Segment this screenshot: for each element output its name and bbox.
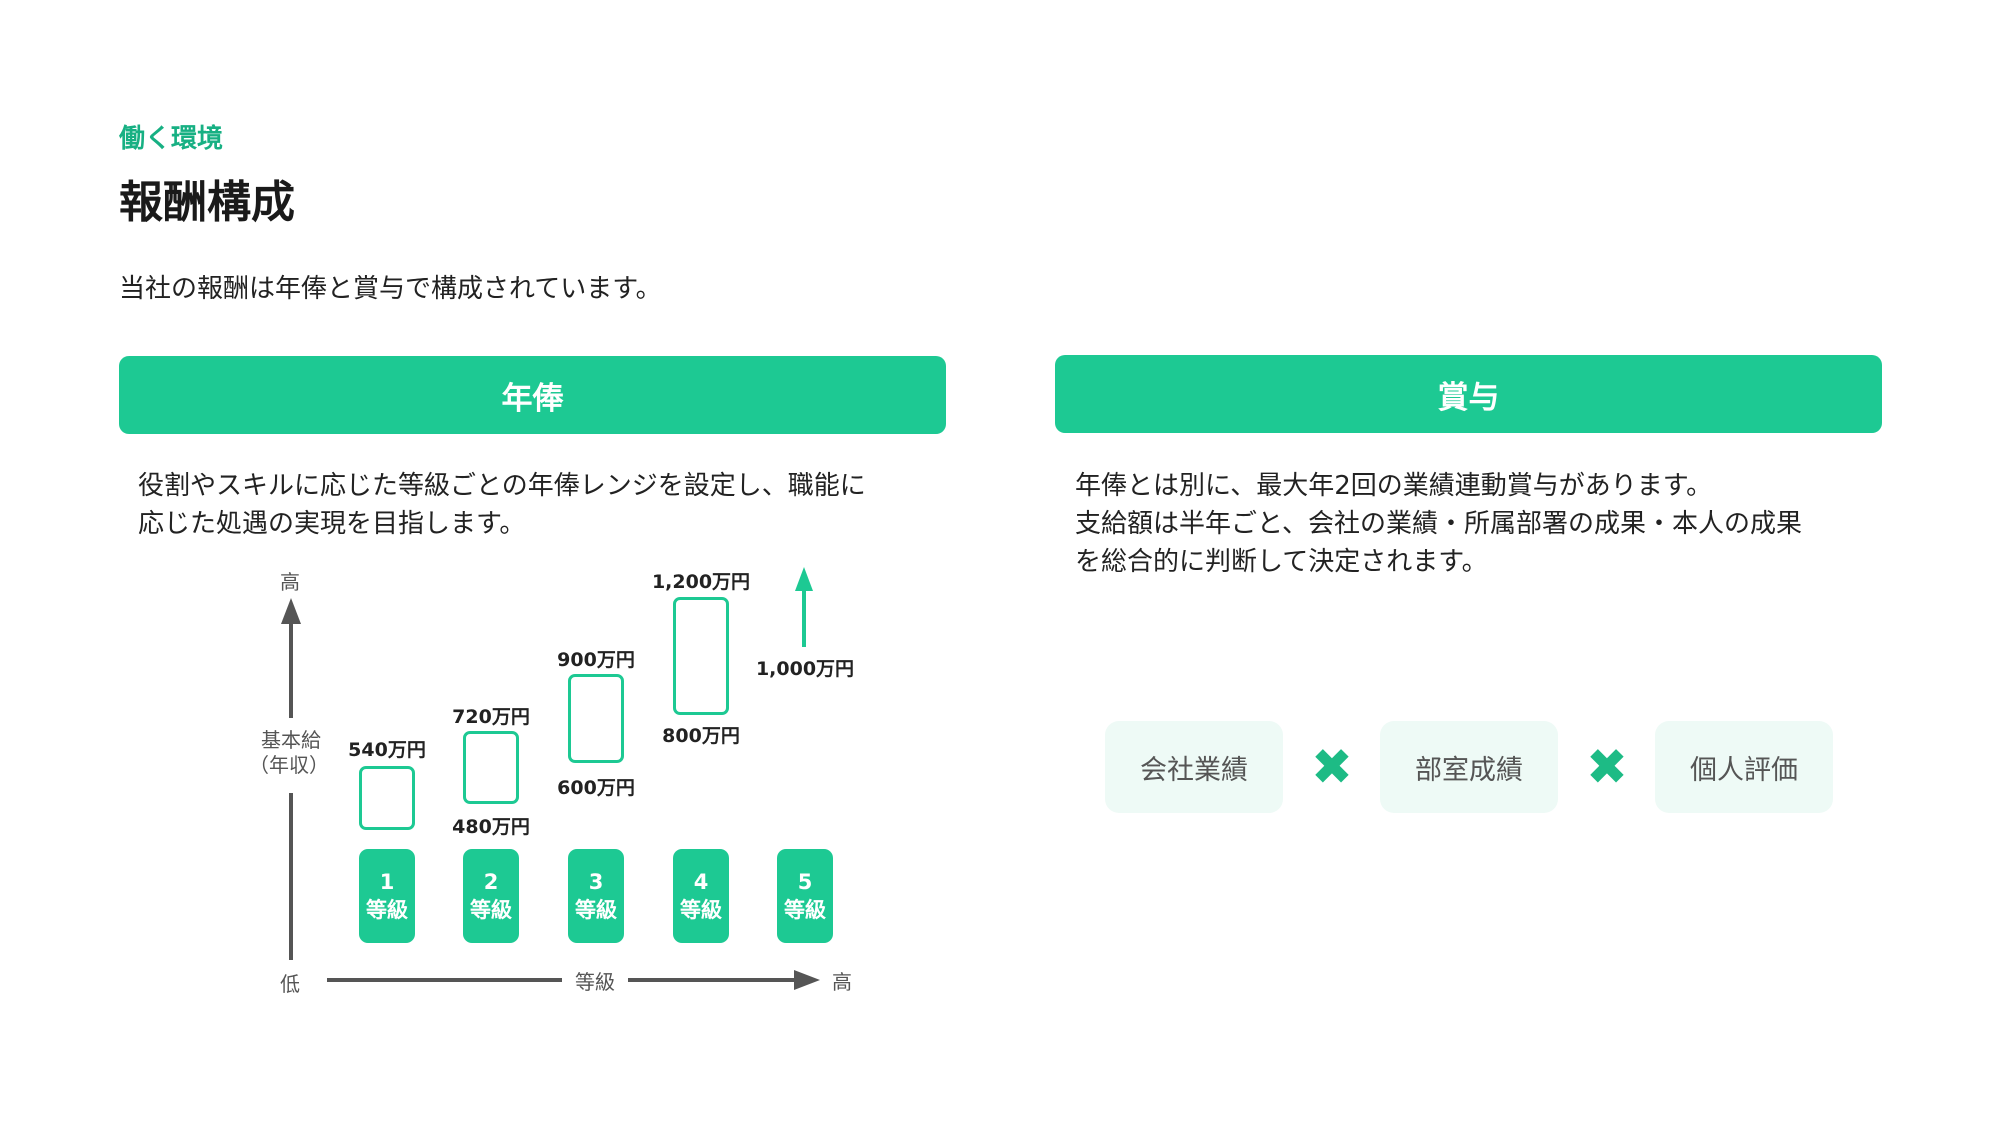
grade-5-lower-label: 1,000万円	[755, 658, 855, 680]
grade-5-up-arrow	[795, 567, 813, 647]
grade-2-range	[463, 731, 519, 804]
salary-text-line: 役割やスキルに応じた等級ごとの年俸レンジを設定し、職能に	[138, 471, 866, 501]
grade-unit: 等級	[575, 898, 617, 922]
factor-label: 会社業績	[1140, 754, 1248, 786]
grade-unit: 等級	[680, 898, 722, 922]
grade-3-badge: 3 等級	[568, 849, 624, 943]
y-axis-label: 基本給 （年収）	[249, 728, 329, 778]
page-description: 当社の報酬は年俸と賞与で構成されています。	[119, 274, 662, 304]
bonus-heading-bar: 賞与	[1055, 355, 1882, 433]
grade-3-upper-label: 900万円	[557, 649, 635, 671]
grade-4-badge: 4 等級	[673, 849, 729, 943]
grade-4-lower-label: 800万円	[662, 725, 740, 747]
grade-unit: 等級	[470, 898, 512, 922]
grade-4-upper-label: 1,200万円	[651, 571, 751, 593]
salary-heading: 年俸	[501, 380, 564, 417]
grade-5-badge: 5 等級	[777, 849, 833, 943]
grade-3-lower-label: 600万円	[557, 777, 635, 799]
multiply-icon: ✖	[1311, 738, 1353, 796]
x-axis-label: 等級	[575, 970, 615, 994]
salary-heading-bar: 年俸	[119, 356, 946, 434]
y-axis-title: 基本給	[261, 728, 321, 752]
grade-number: 3	[588, 870, 604, 894]
grade-4-range	[673, 597, 729, 715]
factor-individual-evaluation: 個人評価	[1655, 721, 1833, 813]
y-axis-subtitle: （年収）	[249, 753, 329, 777]
bonus-text-line: を総合的に判断して決定されます。	[1075, 547, 1488, 577]
grade-2-badge: 2 等級	[463, 849, 519, 943]
grade-2-upper-label: 720万円	[452, 706, 530, 728]
grade-unit: 等級	[784, 898, 826, 922]
y-axis-high-label: 高	[280, 570, 300, 594]
x-axis-high-label: 高	[832, 970, 852, 994]
grade-2-lower-label: 480万円	[452, 816, 530, 838]
factor-department-performance: 部室成績	[1380, 721, 1558, 813]
y-axis-arrow	[281, 598, 301, 960]
bonus-text-line: 支給額は半年ごと、会社の業績・所属部署の成果・本人の成果	[1075, 509, 1802, 539]
grade-number: 1	[379, 870, 395, 894]
factor-label: 個人評価	[1690, 754, 1798, 786]
multiply-icon: ✖	[1586, 738, 1628, 796]
x-axis-arrow	[327, 970, 820, 990]
section-kicker: 働く環境	[119, 124, 224, 154]
grade-3-range	[568, 674, 624, 763]
salary-text-line: 応じた処遇の実現を目指します。	[138, 509, 526, 539]
grade-number: 4	[693, 870, 709, 894]
factor-label: 部室成績	[1415, 754, 1523, 786]
grade-unit: 等級	[366, 898, 408, 922]
bonus-text-line: 年俸とは別に、最大年2回の業績連動賞与があります。	[1075, 471, 1713, 501]
grade-1-range	[359, 766, 415, 830]
axis-low-label: 低	[280, 972, 300, 996]
salary-text: 役割やスキルに応じた等級ごとの年俸レンジを設定し、職能に 応じた処遇の実現を目指…	[138, 467, 866, 543]
bonus-heading: 賞与	[1437, 379, 1500, 416]
grade-1-upper-label: 540万円	[348, 739, 426, 761]
grade-1-badge: 1 等級	[359, 849, 415, 943]
page-title: 報酬構成	[119, 177, 295, 228]
grade-number: 2	[483, 870, 499, 894]
grade-number: 5	[797, 870, 813, 894]
bonus-text: 年俸とは別に、最大年2回の業績連動賞与があります。 支給額は半年ごと、会社の業績…	[1075, 467, 1802, 581]
factor-company-performance: 会社業績	[1105, 721, 1283, 813]
